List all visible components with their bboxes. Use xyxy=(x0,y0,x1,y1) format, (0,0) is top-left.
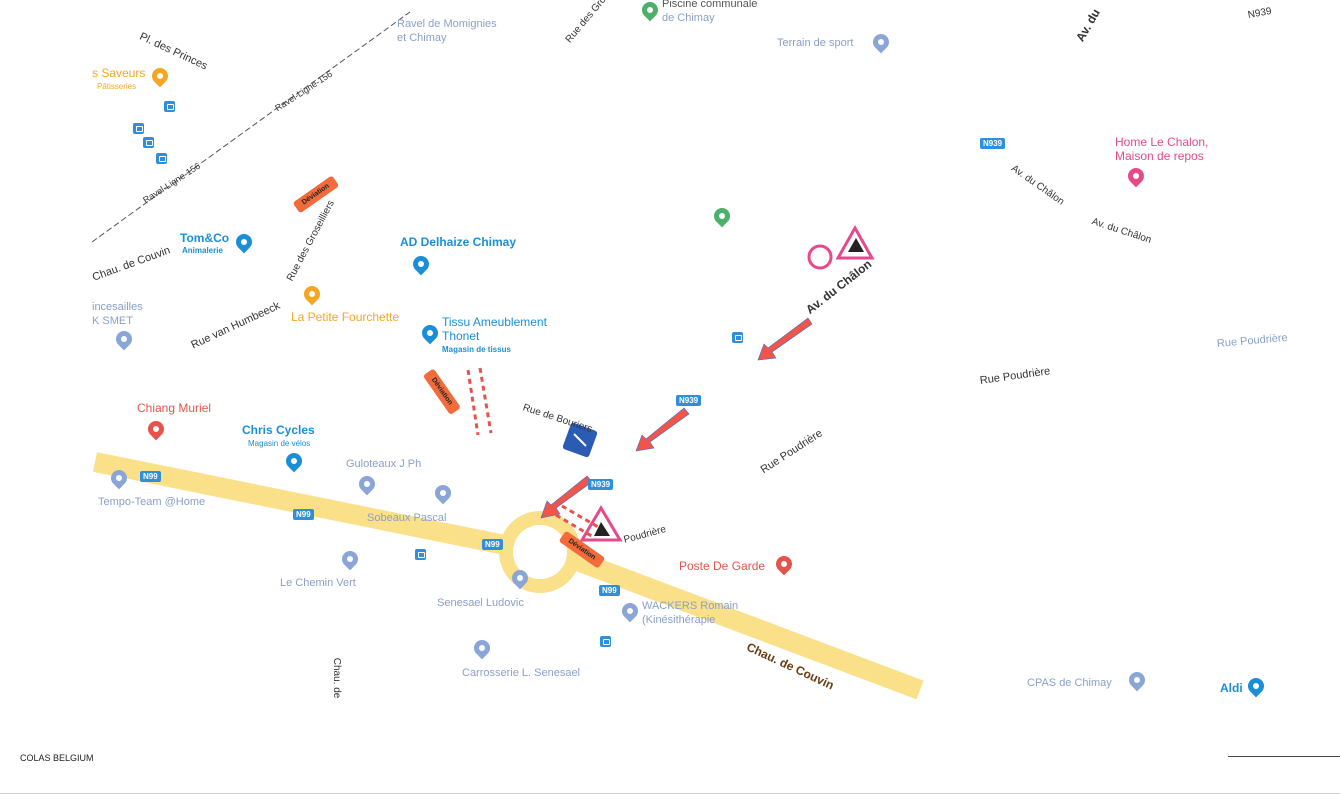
poi-label: Ravel de Momignies xyxy=(397,18,497,30)
footer-divider xyxy=(1228,756,1340,757)
road-n99 xyxy=(93,452,924,700)
barrier-icon xyxy=(466,367,601,540)
poi-label: Piscine communale xyxy=(662,0,758,10)
poi-label: Carrosserie L. Senesael xyxy=(462,667,581,679)
route-shield: N939 xyxy=(588,479,614,490)
bus-stop-icon[interactable] xyxy=(732,332,743,343)
poi-sublabel: Animalerie xyxy=(182,246,223,255)
poi-label: La Petite Fourchette xyxy=(291,310,400,324)
poi-label: Thonet xyxy=(442,329,480,343)
poi-label: Maison de repos xyxy=(1115,149,1204,163)
poi-label: Aldi xyxy=(1220,681,1243,695)
poi-label: Poste De Garde xyxy=(679,559,766,573)
poi-label: s Saveurs xyxy=(92,66,146,80)
poi-label: de Chimay xyxy=(662,12,715,24)
bus-stop-icon[interactable] xyxy=(156,153,167,164)
poi-sublabel: Magasin de tissus xyxy=(442,345,511,354)
poi-label: Tempo-Team @Home xyxy=(98,496,206,508)
footer-company: COLAS BELGIUM xyxy=(20,753,94,763)
poi-label: Sobeaux Pascal xyxy=(367,512,447,524)
poi-label: Le Chemin Vert xyxy=(280,577,356,589)
poi-label: Chiang Muriel xyxy=(137,401,212,415)
poi-label: et Chimay xyxy=(397,32,447,44)
street-label: Chau. de xyxy=(330,657,342,699)
route-shield: N99 xyxy=(293,509,314,520)
route-shield: N939 xyxy=(980,138,1006,149)
route-shield: N99 xyxy=(599,585,620,596)
poi-sublabel: Magasin de vélos xyxy=(248,439,311,448)
poi-label: Terrain de sport xyxy=(777,37,854,49)
poi-label: (Kinésithérapie xyxy=(642,614,716,626)
poi-sublabel: Pâtisseries xyxy=(97,82,137,91)
bus-stop-icon[interactable] xyxy=(143,137,154,148)
poi-label: CPAS de Chimay xyxy=(1027,677,1112,689)
poi-label: AD Delhaize Chimay xyxy=(400,235,517,249)
ravel-path xyxy=(91,11,411,243)
detour-arrow xyxy=(540,317,813,519)
bus-stop-icon[interactable] xyxy=(133,123,144,134)
closed-road-sign-icon xyxy=(562,422,598,458)
poi-label: Chris Cycles xyxy=(242,423,315,437)
poi-label: Senesael Ludovic xyxy=(437,597,524,609)
route-shield: N939 xyxy=(676,395,702,406)
bus-stop-icon[interactable] xyxy=(415,549,426,560)
poi-label: Tissu Ameublement xyxy=(442,315,547,329)
page-divider xyxy=(0,793,1340,794)
poi-label: incesailles xyxy=(92,301,143,313)
warning-sign-icon xyxy=(579,224,875,542)
poi-label: WACKERS Romain xyxy=(642,600,739,612)
route-shield: N99 xyxy=(482,539,503,550)
poi-label: Tom&Co xyxy=(180,231,230,245)
poi-label: K SMET xyxy=(92,315,133,327)
map-roads xyxy=(91,11,924,700)
poi-label: Guloteaux J Ph xyxy=(346,458,422,470)
map[interactable]: Déviation Déviation Déviation N99 N99 N9… xyxy=(0,0,1340,700)
bus-stop-icon[interactable] xyxy=(600,636,611,647)
bus-stop-icon[interactable] xyxy=(164,101,175,112)
poi-label: Home Le Chalon, xyxy=(1115,135,1209,149)
route-shield: N99 xyxy=(140,471,161,482)
